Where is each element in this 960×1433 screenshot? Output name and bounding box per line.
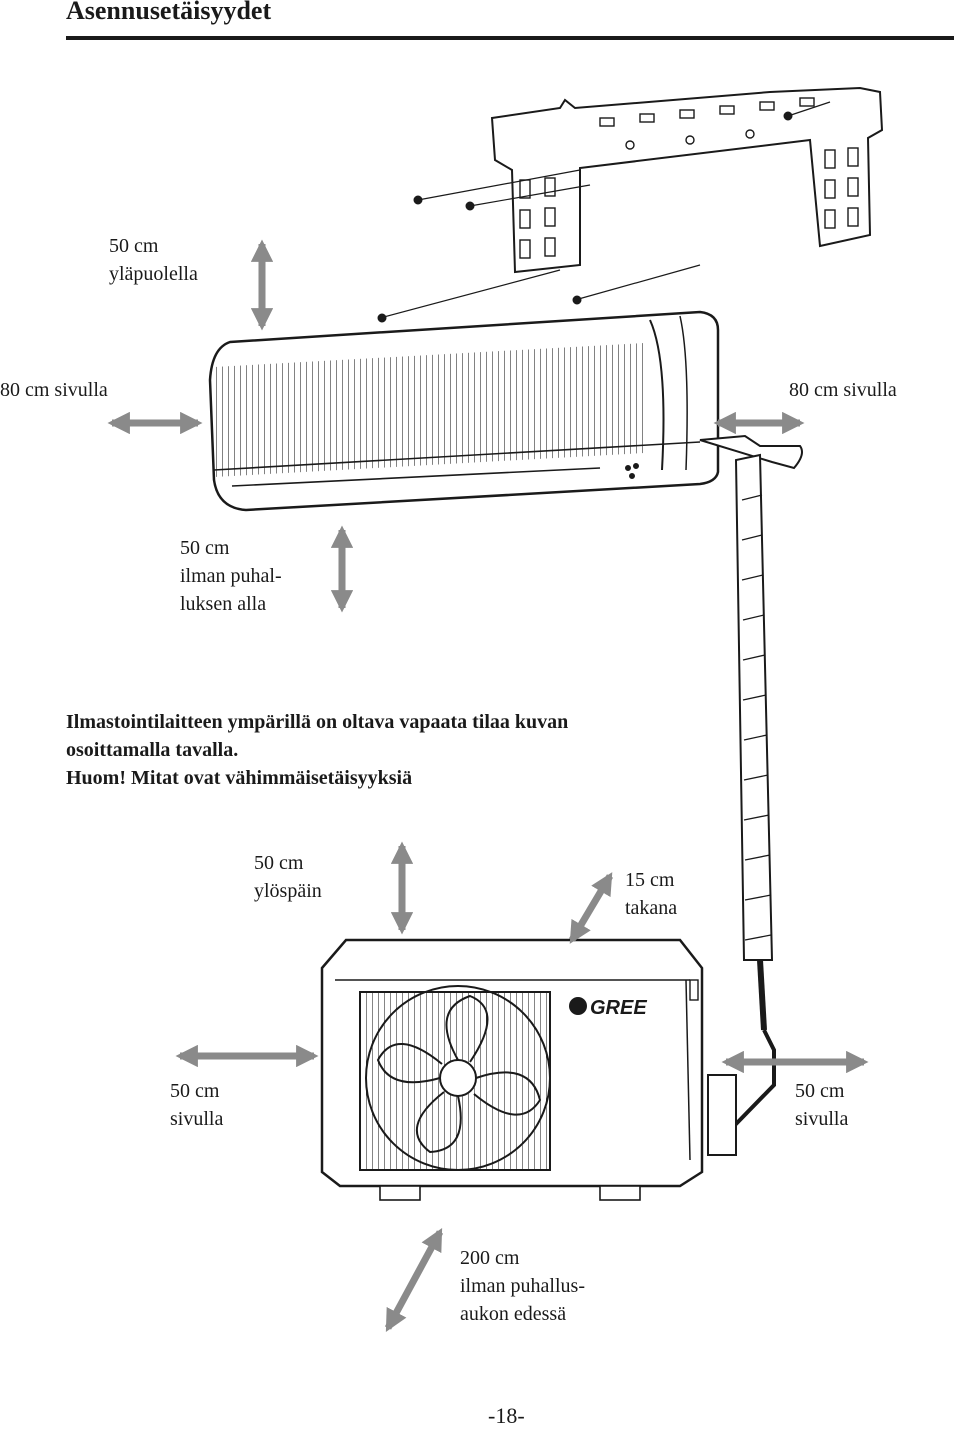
label-outdoor-front: 200 cm ilman puhallus- aukon edessä: [460, 1244, 585, 1328]
arrow-outdoor-front: [384, 1228, 444, 1332]
label-indoor-above: 50 cm yläpuolella: [109, 232, 198, 288]
label-line: takana: [625, 897, 678, 919]
label-outdoor-back: 15 cm takana: [625, 866, 677, 922]
label-outdoor-up: 50 cm ylöspäin: [254, 849, 322, 905]
label-line: aukon edessä: [460, 1303, 567, 1325]
page-title: Asennusetäisyydet: [66, 0, 272, 25]
gree-logo: GREE: [569, 997, 647, 1019]
label-line: ylöspäin: [254, 880, 322, 902]
arrow-outdoor-back: [568, 872, 614, 944]
note-line: Huom! Mitat ovat vähimmäisetäisyyksiä: [66, 767, 413, 789]
brand-logo-text: GREE: [590, 997, 647, 1019]
indoor-unit: [208, 310, 803, 512]
label-line: luksen alla: [180, 593, 267, 615]
label-line: 50 cm: [180, 537, 230, 559]
refrigerant-pipe: [733, 453, 776, 1127]
label-outdoor-left: 50 cm sivulla: [170, 1077, 223, 1133]
label-indoor-right: 80 cm sivulla: [789, 379, 897, 401]
label-line: 50 cm: [254, 852, 304, 874]
label-indoor-below: 50 cm ilman puhal- luksen alla: [180, 534, 282, 618]
clearance-note: Ilmastointilaitteen ympärillä on oltava …: [66, 708, 568, 792]
label-line: sivulla: [170, 1108, 224, 1130]
title-rule: [66, 36, 954, 40]
note-line: Ilmastointilaitteen ympärillä on oltava …: [66, 711, 569, 733]
label-line: sivulla: [795, 1108, 849, 1130]
label-line: ilman puhallus-: [460, 1275, 585, 1297]
label-line: 50 cm: [170, 1080, 220, 1102]
label-line: 50 cm: [795, 1080, 845, 1102]
label-line: yläpuolella: [109, 263, 198, 285]
page-number: -18-: [488, 1403, 525, 1428]
label-line: ilman puhal-: [180, 565, 282, 587]
label-line: 15 cm: [625, 869, 675, 891]
note-line: osoittamalla tavalla.: [66, 739, 239, 761]
label-line: 200 cm: [460, 1247, 520, 1269]
label-outdoor-right: 50 cm sivulla: [795, 1077, 848, 1133]
mounting-plate: [377, 86, 884, 323]
outdoor-unit: [320, 938, 737, 1201]
label-indoor-left: 80 cm sivulla: [0, 379, 108, 401]
label-line: 50 cm: [109, 235, 159, 257]
